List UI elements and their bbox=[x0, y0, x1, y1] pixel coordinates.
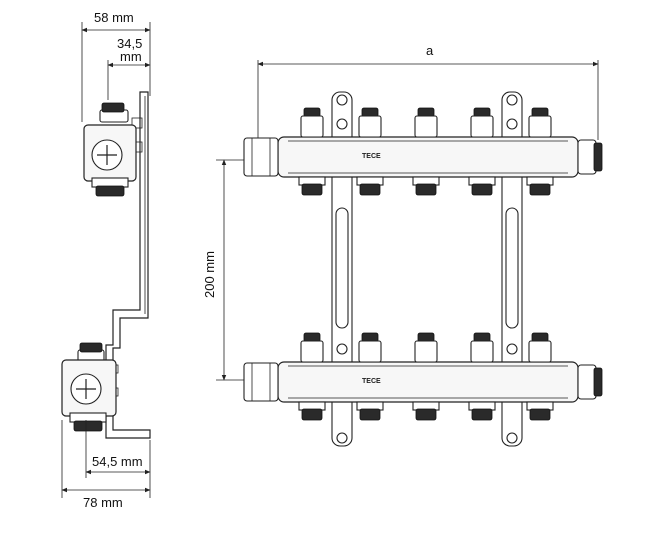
front-view bbox=[216, 60, 603, 447]
valve-bottom-2 bbox=[356, 332, 384, 421]
valve-top-3 bbox=[412, 107, 440, 196]
front-width-label: a bbox=[426, 43, 434, 58]
side-top-width-label: 58 mm bbox=[94, 10, 134, 25]
side-valve-top bbox=[83, 102, 137, 197]
valve-top-2 bbox=[356, 107, 384, 196]
front-height-label: 200 mm bbox=[202, 251, 217, 298]
valve-bottom-1 bbox=[298, 332, 326, 421]
rail-left bbox=[331, 91, 353, 447]
side-bottom-width-label: 78 mm bbox=[83, 495, 123, 510]
brand-logo-bottom: TECE bbox=[362, 378, 381, 385]
mounting-bracket bbox=[105, 91, 151, 439]
valve-top-4 bbox=[468, 107, 496, 196]
side-valve-bottom bbox=[61, 342, 117, 432]
valve-top-5 bbox=[526, 107, 554, 196]
valve-bottom-3 bbox=[412, 332, 440, 421]
valve-top-1 bbox=[298, 107, 326, 196]
side-top-offset-label-1: 34,5 bbox=[117, 36, 142, 51]
valve-bottom-5 bbox=[526, 332, 554, 421]
valves-bottom-row bbox=[298, 332, 554, 421]
valve-bottom-4 bbox=[468, 332, 496, 421]
valves-top-row bbox=[298, 107, 554, 196]
rail-right bbox=[501, 91, 523, 447]
side-bottom-offset-label: 54,5 mm bbox=[92, 454, 143, 469]
side-view bbox=[61, 22, 151, 498]
manifold-bottom bbox=[243, 343, 603, 403]
brand-logo-top: TECE bbox=[362, 153, 381, 160]
side-top-offset-label-2: mm bbox=[120, 49, 142, 64]
